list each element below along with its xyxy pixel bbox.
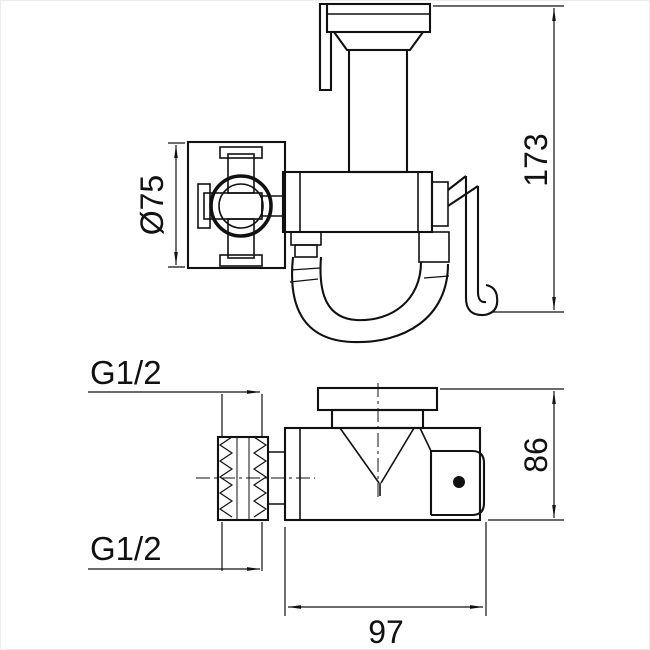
wall-bracket [318, 2, 333, 92]
hose-inner-line [319, 256, 423, 322]
valve-body-front [281, 170, 434, 234]
handle-boss-inner-ring [218, 183, 264, 229]
side-view-artwork [196, 383, 486, 522]
hose-nut-left-upper [290, 231, 322, 246]
dimension-label-height-86: 86 [518, 437, 554, 473]
dimension-height-173: 173 [433, 5, 564, 313]
cross-handle-top-arm [227, 153, 255, 194]
cartridge-cone [339, 427, 432, 496]
dimension-height-86: 86 [440, 388, 564, 521]
cross-handle-bottom-arm [227, 218, 255, 259]
holder-hook-inner [476, 291, 487, 304]
sprayer-holder [431, 175, 499, 317]
cross-handle [197, 146, 273, 267]
dimension-width-97: 97 [284, 522, 487, 650]
outlet-port [429, 449, 486, 517]
handle-boss-outer-ring [209, 174, 273, 238]
cross-handle-bottom-cap [219, 254, 263, 267]
dimensions: Ø75 173 G1/2 G1/2 86 [88, 5, 564, 650]
thread-callout-bottom: G1/2 [88, 522, 263, 571]
cross-handle-top-cap [219, 146, 263, 159]
holder-clip-upper [447, 175, 467, 191]
thread-zigzag-left [218, 436, 234, 518]
holder-clip-lower [447, 185, 479, 207]
threaded-fitting [216, 435, 285, 522]
hose-nut-right [418, 231, 450, 263]
dimension-label-width-97: 97 [368, 614, 404, 650]
thread-callout-top: G1/2 [88, 354, 263, 436]
hose-ridges [289, 267, 450, 283]
hose-outer-line [291, 256, 450, 344]
holder-mount [431, 181, 449, 227]
valve-body-side [283, 426, 482, 522]
outlet-dot [453, 476, 465, 488]
flange-plate [186, 140, 287, 270]
dimension-diameter-75: Ø75 [134, 142, 185, 268]
sprayer-collar [333, 31, 424, 52]
holder-hook-outer [464, 283, 499, 317]
thread-label-bottom: G1/2 [90, 530, 162, 567]
sprayer-head [325, 2, 432, 34]
thread-zigzag-right [252, 436, 268, 518]
thread-label-top: G1/2 [90, 354, 162, 391]
fitting-outline [216, 435, 270, 522]
front-view-artwork [186, 2, 499, 344]
sprayer-grip [347, 48, 409, 174]
dimension-label-height-173: 173 [518, 133, 554, 186]
hose-nut-left-lower [294, 244, 318, 258]
dimension-label-diameter-75: Ø75 [134, 175, 170, 235]
